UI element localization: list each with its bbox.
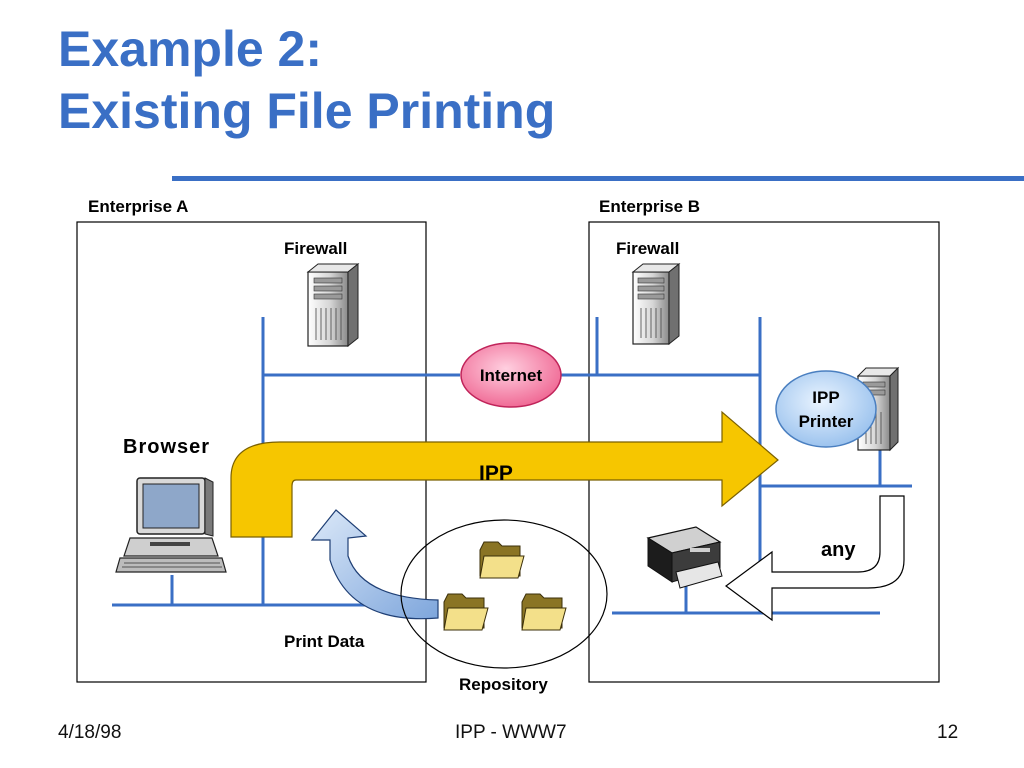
ipp-printer-label-line-2: Printer [799, 412, 854, 431]
firewall-b-label: Firewall [616, 239, 679, 258]
repository-node [400, 519, 608, 669]
folder-icon [443, 593, 489, 631]
slide-title: Example 2: Existing File Printing [58, 18, 555, 142]
slide-title-line-2: Existing File Printing [58, 83, 556, 139]
ipp-label: IPP [479, 462, 513, 485]
browser-computer-icon [115, 477, 227, 573]
enterprise-a-label: Enterprise A [88, 197, 188, 216]
internet-node: Internet [460, 342, 562, 408]
ipp-printer-node: IPP Printer [775, 370, 877, 448]
firewall-a-server-icon [306, 262, 360, 348]
footer-date: 4/18/98 [58, 722, 122, 743]
print-data-arrow [310, 509, 439, 620]
firewall-b-server-icon [631, 262, 681, 346]
ipp-printer-label-line-1: IPP [812, 388, 839, 407]
any-label: any [821, 539, 856, 561]
firewall-a-label: Firewall [284, 239, 347, 258]
print-data-label: Print Data [284, 632, 365, 651]
footer-page-number: 12 [937, 722, 959, 743]
folder-icon [479, 541, 525, 579]
title-divider [172, 176, 1024, 181]
browser-label: Browser [123, 436, 210, 458]
folder-icon [521, 593, 567, 631]
internet-label: Internet [480, 366, 543, 385]
repository-label: Repository [459, 675, 548, 694]
slide-title-line-1: Example 2: [58, 21, 323, 77]
any-flow-arrow [724, 495, 905, 622]
ipp-flow-arrow [230, 410, 779, 538]
printer-icon [646, 526, 723, 589]
footer-center-text: IPP - WWW7 [455, 722, 567, 743]
enterprise-b-label: Enterprise B [599, 197, 700, 216]
